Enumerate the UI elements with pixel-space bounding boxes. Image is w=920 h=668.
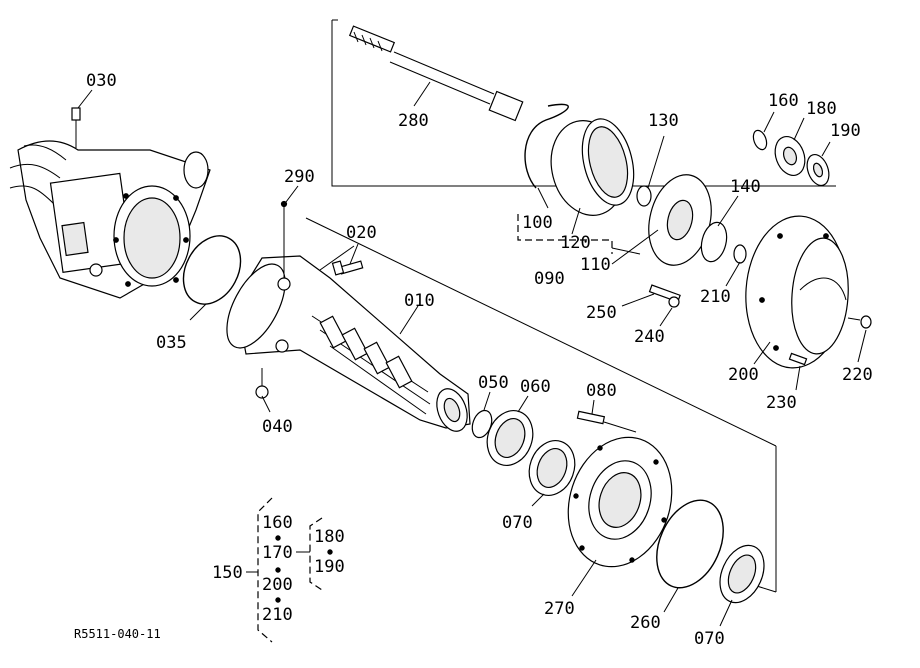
- planetary-carrier-110: [648, 174, 712, 266]
- callout-090: 090: [534, 269, 565, 289]
- collar-130: [636, 185, 652, 207]
- callout-060: 060: [520, 377, 551, 397]
- callout-180: 180: [806, 99, 837, 119]
- bolt-230: [788, 352, 808, 366]
- callout-220: 220: [842, 365, 873, 385]
- planet-gear-180: [774, 136, 806, 176]
- callout-010: 010: [404, 291, 435, 311]
- plug-220: [847, 315, 872, 329]
- callout-040: 040: [262, 417, 293, 437]
- washer-210: [733, 244, 747, 264]
- callout-110: 110: [580, 255, 611, 275]
- bearing-070-outer: [719, 544, 765, 604]
- callout-labels: 030 035 040 290 020 010 280 100 120 090 …: [86, 71, 873, 649]
- callout-120: 120: [560, 233, 591, 253]
- callout-030: 030: [86, 71, 117, 91]
- diagram-reference-code: R5511-040-11: [74, 627, 161, 641]
- kit-item-160: 160: [262, 513, 293, 533]
- callout-210: 210: [700, 287, 731, 307]
- planet-gear-190: [806, 153, 830, 187]
- o-ring-260: [656, 499, 724, 589]
- callout-leader-lines: [77, 81, 867, 627]
- callout-050: 050: [478, 373, 509, 393]
- callout-080: 080: [586, 381, 617, 401]
- cover-200: [745, 215, 849, 369]
- callout-070-a: 070: [502, 513, 533, 533]
- kit-item-170: 170: [262, 543, 293, 563]
- callout-270: 270: [544, 599, 575, 619]
- thrust-washer-140: [700, 221, 728, 263]
- callout-035: 035: [156, 333, 187, 353]
- callout-130: 130: [648, 111, 679, 131]
- callout-200: 200: [728, 365, 759, 385]
- callout-260: 260: [630, 613, 661, 633]
- bolt-020: [331, 260, 364, 276]
- bolt-040: [255, 368, 269, 399]
- axle-housing: [226, 200, 471, 432]
- final-drive-case: [9, 107, 211, 299]
- callout-100: 100: [522, 213, 553, 233]
- wheel-hub-270: [567, 436, 673, 568]
- nut-240: [668, 296, 680, 308]
- callout-250: 250: [586, 303, 617, 323]
- kit-item-210: 210: [262, 605, 293, 625]
- ring-gear-120: [550, 118, 635, 216]
- kit-main-label: 150: [212, 563, 243, 583]
- callout-160: 160: [768, 91, 799, 111]
- callout-190: 190: [830, 121, 861, 141]
- callout-070-b: 070: [694, 629, 725, 649]
- callout-230: 230: [766, 393, 797, 413]
- kit-item-180: 180: [314, 527, 345, 547]
- group-bracket-090: [517, 214, 613, 254]
- kit-breakdown-150: 150 160 170 200 210 180 190: [212, 497, 345, 643]
- callout-240: 240: [634, 327, 665, 347]
- kit-item-200: 200: [262, 575, 293, 595]
- callout-020: 020: [346, 223, 377, 243]
- circlip-100: [524, 103, 569, 189]
- snap-ring-160: [752, 129, 768, 151]
- kit-item-190: 190: [314, 557, 345, 577]
- hub-bolt-080: [576, 410, 637, 433]
- bearing-070-inner: [528, 440, 576, 496]
- callout-280: 280: [398, 111, 429, 131]
- o-ring-035: [182, 235, 242, 305]
- callout-290: 290: [284, 167, 315, 187]
- callout-140: 140: [730, 177, 761, 197]
- axle-shaft-280: [348, 25, 524, 122]
